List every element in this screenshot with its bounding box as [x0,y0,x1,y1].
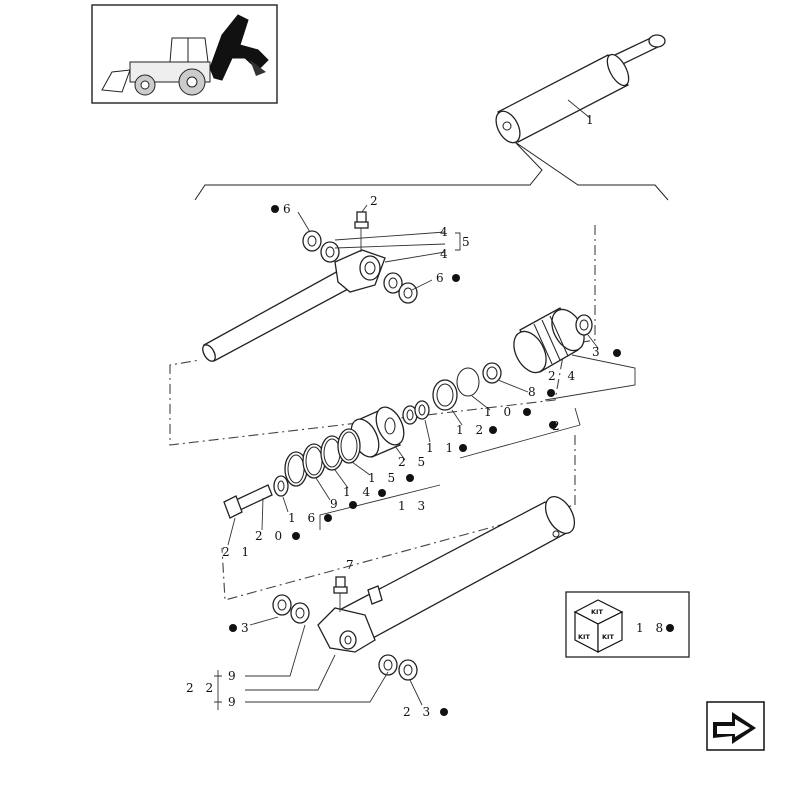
kit-dot [229,624,237,632]
callout-1: 1 [586,113,598,127]
kit-cube-icon: KIT KIT KIT [573,599,624,653]
kit-dot [523,408,531,416]
callout-22: 2 2 [186,681,217,695]
callout-3-top: 3 [592,345,604,359]
cylinder-head-gland [513,307,585,374]
seal-ring-8 [482,362,502,384]
kit-right-label: KIT [602,633,614,641]
kit-dot [406,474,414,482]
grease-nipple-bottom [333,576,348,612]
exploded-view-bracket [194,141,669,201]
next-page-arrow-icon[interactable] [706,701,765,751]
kit-dot [459,444,467,452]
rod-eye-seals [302,230,418,304]
callout-13: 1 3 [398,499,429,513]
rod-eye [334,249,386,293]
kit-dot [292,532,300,540]
kit-dot [547,389,555,397]
kit-top-label: KIT [591,608,603,616]
piston-assembly-boundary [221,435,576,601]
kit-left-label: KIT [578,633,590,641]
callout-2-top: 2 [370,194,382,208]
callout-23: 2 3 [403,705,434,719]
callout-15: 1 5 [368,471,399,485]
callout-4b: 4 [440,247,452,261]
kit-dot [349,501,357,509]
kit-dot [378,489,386,497]
callout-9b: 9 [228,695,236,709]
callout-11: 1 1 [426,441,457,455]
callout-7: 7 [346,558,358,572]
callout-4a: 4 [440,225,452,239]
kit-dot [440,708,448,716]
callout-24: 2 4 [548,369,579,383]
callout-12: 1 2 [456,423,487,437]
callout-16: 1 6 [288,511,319,525]
kit-dot [666,624,674,632]
callout-14: 1 4 [343,485,374,499]
small-ring-11b [414,400,430,420]
callout-20: 2 0 [255,529,286,543]
barrel-eye-seals [272,594,418,681]
callout-6b: 6 [436,271,448,285]
callout-21: 2 1 [222,545,253,559]
piston [350,406,405,458]
o-ring-10 [456,367,480,397]
piston-nut [273,475,289,497]
kit-dot [271,205,279,213]
cylinder-barrel [317,496,576,653]
piston-rings [284,428,361,487]
callout-6a: 6 [283,202,295,216]
kit-dot [549,421,557,429]
grease-nipple-top [354,211,369,252]
kit-dot [613,349,621,357]
rod-assembly-boundary [169,225,596,446]
callout-9a: 9 [228,669,236,683]
callout-labels: 1 6 2 4 4 5 6 3 2 4 8 1 0 1 2 2 1 1 2 5 … [186,113,621,719]
assembled-cylinder [495,34,666,144]
leader-lines [214,204,636,710]
kit-legend: KIT KIT KIT 1 8 [565,591,690,658]
kit-reference: 1 8 [636,621,667,635]
kit-dot [452,274,460,282]
callout-25: 2 5 [398,455,429,469]
machine-thumbnail [91,4,278,104]
kit-dot [324,514,332,522]
backhoe-loader-icon [101,14,269,96]
wiper-seal [575,314,593,336]
callout-10: 1 0 [484,405,515,419]
callout-3-bottom: 3 [241,621,253,635]
callout-5: 5 [462,235,474,249]
piston-bolt [223,484,273,519]
piston-rod [202,269,351,362]
callout-8: 8 [528,385,540,399]
kit-dot [489,426,497,434]
callout-9: 9 [330,497,342,511]
